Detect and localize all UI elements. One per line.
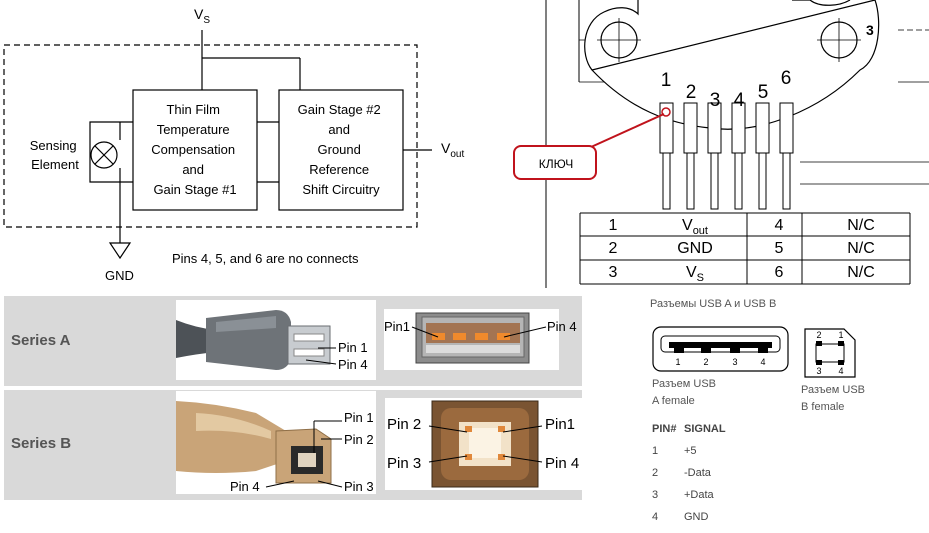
table-row: 1+5 xyxy=(652,445,697,457)
svg-text:Pin 1: Pin 1 xyxy=(338,340,368,355)
svg-text:Pin 4: Pin 4 xyxy=(338,357,368,372)
svg-text:2: 2 xyxy=(703,357,708,367)
svg-text:3: 3 xyxy=(710,90,721,111)
key-callout xyxy=(513,145,597,180)
table-row3-pin: 3 xyxy=(609,264,618,281)
package-drawing: 3 1 2 3 4 5 6 КЛЮЧ 1 Vout 4 N/C 2 GND xyxy=(513,0,929,288)
svg-text:Pin 4: Pin 4 xyxy=(230,479,260,494)
series-b-label: Series B xyxy=(11,435,72,452)
svg-text:Pin 2: Pin 2 xyxy=(344,432,374,447)
no-connect-note: Pins 4, 5, and 6 are no connects xyxy=(172,251,359,266)
svg-text:5: 5 xyxy=(758,82,769,103)
table-row1-signal: Vout xyxy=(682,217,708,237)
usb-b-diagram: 2 1 3 4 xyxy=(804,328,856,378)
svg-text:1: 1 xyxy=(675,357,680,367)
block-diagram: VS Vout GND Sensing Element Thin Film Te… xyxy=(3,6,464,283)
sensing-label: Sensing Element xyxy=(30,138,81,172)
svg-text:3: 3 xyxy=(732,357,737,367)
key-label: КЛЮЧ xyxy=(539,157,574,171)
svg-text:2: 2 xyxy=(686,82,697,103)
usb-a-caption-line1: Разъем USB xyxy=(652,378,716,390)
svg-text:1: 1 xyxy=(838,330,843,340)
corner-mark: 3 xyxy=(866,22,874,38)
vs-label: VS xyxy=(194,6,210,26)
series-a-label: Series A xyxy=(11,332,71,349)
pin-table xyxy=(579,212,911,285)
table-row1-pin2: 4 xyxy=(775,217,784,234)
table-row1-pin: 1 xyxy=(609,217,618,234)
usb-a-caption: Разъем USB A female xyxy=(652,376,716,410)
svg-text:Pin1: Pin1 xyxy=(545,416,575,433)
svg-text:1: 1 xyxy=(661,70,672,91)
usb-b-caption-line2: B female xyxy=(801,401,845,413)
table-row2-pin: 2 xyxy=(609,240,618,257)
table-row3-signal: VS xyxy=(686,264,704,284)
table-row2-pin2: 5 xyxy=(775,240,784,257)
svg-text:Pin 3: Pin 3 xyxy=(344,479,374,494)
svg-text:Pin 3: Pin 3 xyxy=(387,455,421,472)
usb-ru-title: Разъемы USB A и USB B xyxy=(650,298,777,310)
table-row1-signal2: N/C xyxy=(847,217,875,234)
svg-text:4: 4 xyxy=(760,357,765,367)
table-row: 3+Data xyxy=(652,489,714,501)
svg-text:4: 4 xyxy=(838,366,843,376)
block-gain-stage-1 xyxy=(132,89,258,211)
block2-text: Gain Stage #2 and Ground Reference Shift… xyxy=(298,102,385,197)
svg-text:Pin1: Pin1 xyxy=(384,319,410,334)
svg-text:4: 4 xyxy=(734,90,745,111)
pin-numbers: 1 2 3 4 5 6 xyxy=(661,68,792,111)
block1-text: Thin Film Temperature Compensation and G… xyxy=(151,102,238,197)
package-body xyxy=(584,0,880,130)
usb-b-plug-photo: Pin 1 Pin 2 Pin 4 Pin 3 xyxy=(176,391,376,494)
gnd-label: GND xyxy=(105,268,134,283)
ground-symbol xyxy=(108,242,132,260)
table-row3-signal2: N/C xyxy=(847,264,875,281)
svg-text:Pin 4: Pin 4 xyxy=(547,319,577,334)
col-header-signal: SIGNAL xyxy=(684,423,726,435)
table-row2-signal: GND xyxy=(677,240,713,257)
col-header-pin: PIN# xyxy=(652,423,677,435)
svg-text:2: 2 xyxy=(816,330,821,340)
svg-text:Pin 2: Pin 2 xyxy=(387,416,421,433)
vout-label: Vout xyxy=(441,140,464,160)
usb-b-caption-line1: Разъем USB xyxy=(801,384,865,396)
table-row3-pin2: 6 xyxy=(775,264,784,281)
usb-a-plug-photo: Pin 1 Pin 4 xyxy=(176,300,376,380)
usb-b-socket-photo: Pin 2 Pin1 Pin 3 Pin 4 xyxy=(385,398,584,490)
svg-text:3: 3 xyxy=(816,366,821,376)
svg-text:6: 6 xyxy=(781,68,792,89)
usb-a-diagram: 1 2 3 4 xyxy=(652,326,789,372)
svg-text:Pin 1: Pin 1 xyxy=(344,410,374,425)
usb-b-caption: Разъем USB B female xyxy=(801,382,865,416)
usb-a-caption-line2: A female xyxy=(652,395,695,407)
usb-a-socket-photo: Pin1 Pin 4 xyxy=(384,309,577,370)
table-row2-signal2: N/C xyxy=(847,240,875,257)
svg-text:Pin 4: Pin 4 xyxy=(545,455,579,472)
table-row: 2-Data xyxy=(652,467,711,479)
enclosure-dashed xyxy=(3,44,418,228)
